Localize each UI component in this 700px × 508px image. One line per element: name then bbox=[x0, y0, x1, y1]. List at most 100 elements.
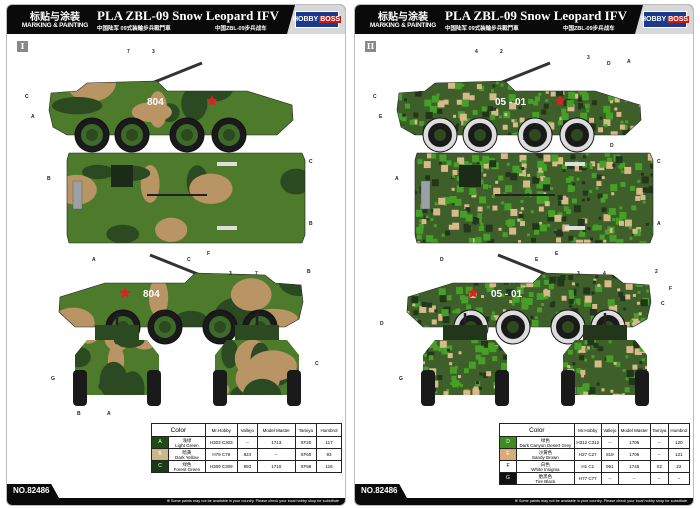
callout-label: D bbox=[607, 61, 611, 67]
camo-pixel bbox=[531, 84, 535, 88]
camo-pixel bbox=[520, 207, 524, 211]
camo-pixel bbox=[486, 371, 492, 377]
camo-pixel bbox=[500, 83, 504, 87]
paint-swatch: C bbox=[151, 460, 169, 473]
pla-star-insignia bbox=[206, 95, 218, 106]
camo-pixel bbox=[628, 378, 636, 386]
camo-pixel bbox=[502, 232, 508, 238]
callout-label: A bbox=[657, 221, 661, 227]
camo-pixel bbox=[456, 99, 462, 105]
camo-pixel bbox=[614, 107, 618, 111]
camo-pixel bbox=[594, 83, 602, 91]
camo-pixel bbox=[498, 175, 504, 181]
tire bbox=[561, 370, 575, 406]
hatch bbox=[111, 165, 133, 187]
camo-pixel bbox=[531, 237, 537, 243]
camo-pixel bbox=[538, 92, 542, 96]
camo-pixel bbox=[469, 188, 477, 196]
camo-pixel bbox=[492, 205, 498, 211]
camo-pixel bbox=[543, 289, 551, 297]
camo-pixel bbox=[409, 288, 413, 292]
camo-pixel bbox=[576, 368, 582, 374]
camo-pixel bbox=[453, 114, 457, 118]
camo-pixel bbox=[488, 184, 492, 188]
callout-label: 3 bbox=[587, 55, 590, 61]
camo-pixel bbox=[576, 239, 584, 243]
camo-pixel bbox=[413, 310, 419, 316]
camo-pixel bbox=[513, 132, 519, 135]
camo-pixel bbox=[569, 304, 573, 308]
model-master-code: 1706 bbox=[617, 436, 651, 449]
camo-pixel bbox=[578, 345, 586, 353]
camo-pixel bbox=[489, 160, 497, 168]
camo-pixel bbox=[604, 357, 608, 361]
camo-pixel bbox=[583, 239, 591, 243]
tamiya-code: XF20 bbox=[294, 436, 318, 449]
camo-pixel bbox=[487, 239, 495, 243]
camo-pixel bbox=[492, 356, 498, 362]
camo-pixel bbox=[543, 192, 547, 196]
vallejo-code: 951 bbox=[600, 460, 619, 473]
camo-pixel bbox=[418, 219, 422, 223]
camo-pixel bbox=[646, 289, 650, 293]
callout-label: 3 bbox=[577, 271, 580, 277]
camo-pixel bbox=[419, 121, 425, 127]
callout-label: A bbox=[627, 59, 631, 65]
camo-pixel bbox=[503, 279, 509, 285]
camo-pixel bbox=[640, 299, 648, 307]
camo-pixel bbox=[625, 282, 633, 290]
camo-pixel bbox=[590, 393, 596, 395]
camo-pixel bbox=[423, 161, 431, 169]
side-view-right bbox=[58, 253, 304, 345]
camo-pixel bbox=[587, 226, 591, 230]
model-master-code: 1710 bbox=[256, 460, 296, 473]
camo-pixel bbox=[585, 81, 589, 83]
camo-pixel bbox=[509, 102, 517, 110]
camo-pixel bbox=[460, 210, 468, 218]
camo-pixel bbox=[629, 138, 636, 145]
camo-pixel bbox=[640, 317, 646, 323]
camo-pixel bbox=[461, 99, 469, 107]
camo-pixel bbox=[542, 274, 546, 278]
camo-pixel bbox=[488, 105, 494, 111]
camo-pixel bbox=[431, 179, 439, 187]
camo-blob bbox=[78, 340, 98, 344]
camo-pixel bbox=[452, 174, 456, 178]
camo-pixel bbox=[543, 154, 551, 162]
camo-pixel bbox=[606, 161, 614, 169]
camo-pixel bbox=[603, 239, 607, 243]
camo-pixel bbox=[561, 197, 569, 205]
camo-pixel bbox=[443, 391, 449, 395]
camo-blob bbox=[242, 378, 282, 395]
camo-pixel bbox=[641, 358, 645, 362]
camo-blob bbox=[81, 164, 115, 180]
wheel-hub bbox=[214, 321, 226, 333]
camo-pixel bbox=[457, 382, 461, 386]
camo-pixel bbox=[511, 119, 515, 123]
camo-pixel bbox=[475, 354, 481, 360]
vallejo-code: -- bbox=[236, 436, 258, 449]
camo-pixel bbox=[518, 213, 524, 219]
camo-pixel bbox=[442, 316, 450, 324]
camo-pixel bbox=[608, 306, 614, 312]
camo-pixel bbox=[626, 133, 632, 135]
callout-label: 7 bbox=[255, 271, 258, 277]
callout-label: B bbox=[47, 176, 51, 182]
camo-pixel bbox=[589, 117, 595, 123]
paint-swatch: F bbox=[499, 460, 517, 473]
tire bbox=[421, 370, 435, 406]
camo-pixel bbox=[534, 316, 538, 320]
pla-star-insignia bbox=[467, 287, 479, 298]
callout-label: A bbox=[107, 411, 111, 417]
camo-pixel bbox=[512, 122, 518, 128]
camo-pixel bbox=[511, 380, 516, 385]
camo-pixel bbox=[456, 287, 464, 295]
camo-pixel bbox=[466, 304, 472, 310]
camo-pixel bbox=[622, 368, 626, 372]
camo-pixel bbox=[619, 166, 623, 170]
